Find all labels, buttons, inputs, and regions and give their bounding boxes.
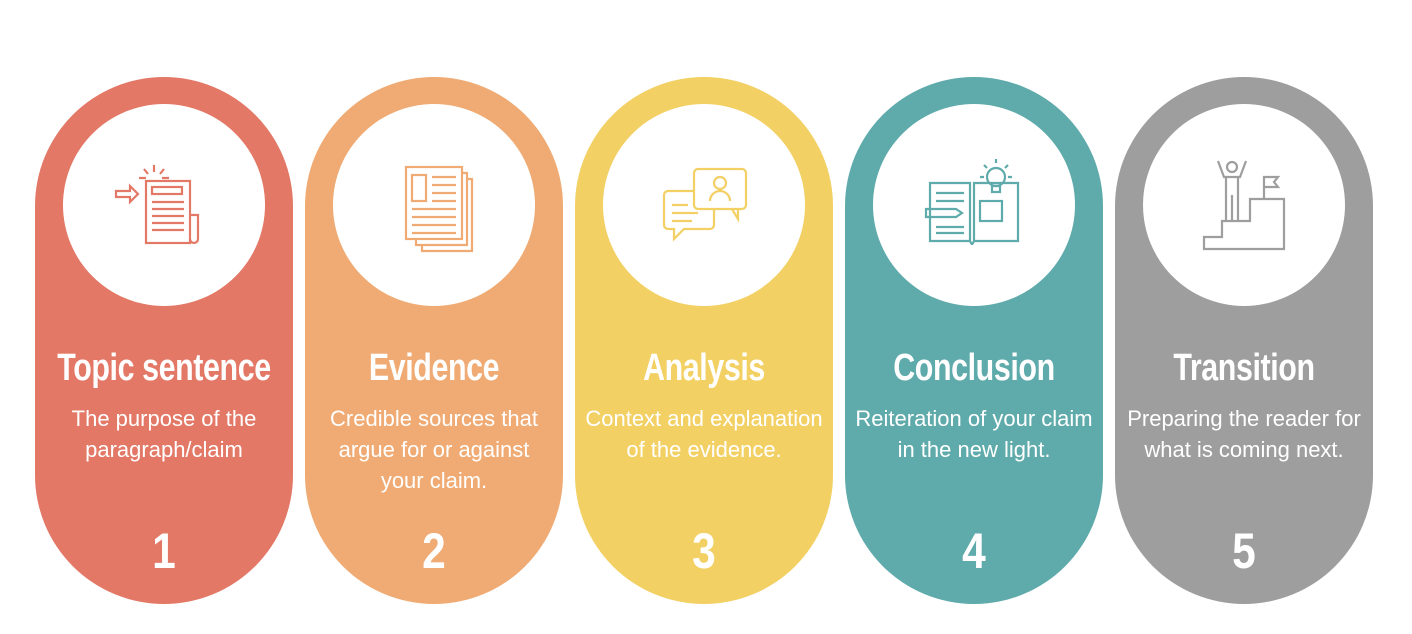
step-3-analysis: Analysis Context and explanation of the … xyxy=(575,77,833,604)
step-title: Evidence xyxy=(368,347,500,389)
icon-circle xyxy=(603,104,805,306)
step-description: Reiteration of your claim in the new lig… xyxy=(855,406,1093,462)
icon-circle xyxy=(63,104,265,306)
step-number: 2 xyxy=(422,523,446,579)
step-number: 3 xyxy=(692,523,716,579)
step-description: Preparing the reader for what is coming … xyxy=(1127,406,1361,462)
documents-stack-icon xyxy=(404,165,474,253)
step-description: The purpose of the paragraph/claim xyxy=(71,406,257,462)
step-title: Analysis xyxy=(643,347,765,389)
step-2-evidence: Evidence Credible sources that argue for… xyxy=(305,77,563,604)
icon-circle xyxy=(1143,104,1345,306)
step-4-conclusion: Conclusion Reiteration of your claim in … xyxy=(845,77,1103,604)
step-1-topic-sentence: Topic sentence The purpose of the paragr… xyxy=(35,77,293,604)
chat-bubbles-icon xyxy=(662,167,748,242)
step-title: Transition xyxy=(1173,347,1315,389)
book-lightbulb-icon xyxy=(924,159,1020,246)
step-description: Context and explanation of the evidence. xyxy=(585,406,823,462)
step-number: 4 xyxy=(962,523,986,579)
step-number: 1 xyxy=(152,523,176,579)
step-title: Topic sentence xyxy=(57,347,271,389)
person-stairs-flag-icon xyxy=(1202,160,1286,251)
newspaper-arrow-icon xyxy=(114,165,200,245)
step-title: Conclusion xyxy=(893,347,1055,389)
step-description: Credible sources that argue for or again… xyxy=(330,406,538,493)
icon-circle xyxy=(873,104,1075,306)
step-5-transition: Transition Preparing the reader for what… xyxy=(1115,77,1373,604)
step-number: 5 xyxy=(1232,523,1256,579)
icon-circle xyxy=(333,104,535,306)
